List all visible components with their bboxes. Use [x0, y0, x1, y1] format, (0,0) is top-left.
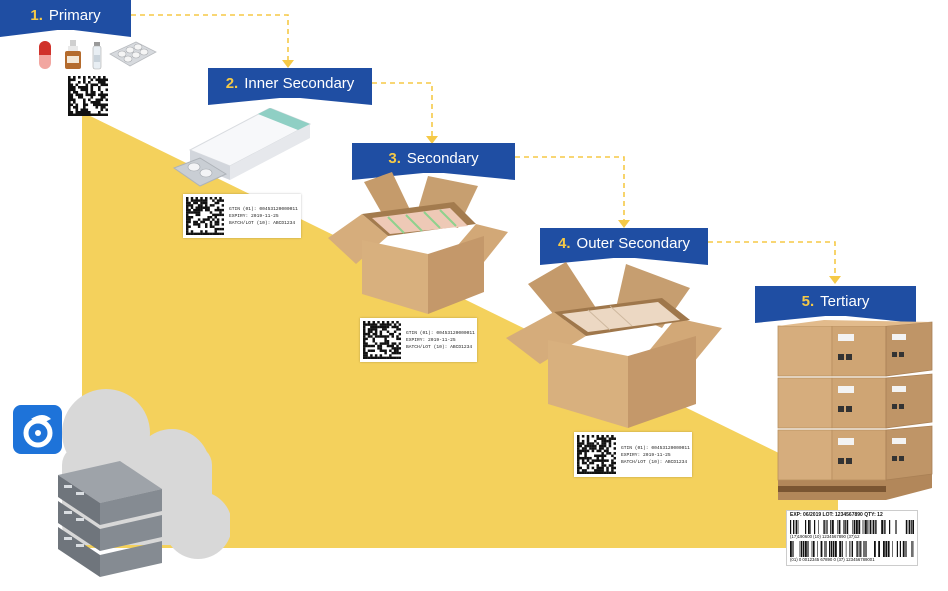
- stage-label: Inner Secondary: [244, 74, 355, 92]
- stage-banner-tertiary: 5. Tertiary: [755, 286, 916, 316]
- stage-banner-inner-secondary: 2. Inner Secondary: [208, 68, 372, 98]
- data-matrix-code: [363, 321, 401, 359]
- label-batch: BATCH/LOT (10): ABCD1234: [229, 221, 296, 226]
- outer-secondary-open-box: [506, 262, 722, 428]
- label-gtin: GTIN (01): 00453120000011: [406, 331, 475, 336]
- app-logo-icon: [13, 405, 62, 454]
- stage-label: Secondary: [406, 149, 479, 167]
- product-label: GTIN (01): 00453120000011 EXPIRY: 2019-1…: [183, 194, 301, 238]
- label-batch: BATCH/LOT (10): ABCD1234: [621, 460, 688, 465]
- barcode: [790, 541, 914, 557]
- stage-label: Primary: [48, 6, 101, 24]
- pallet-label-summary: EXP: 06/2019 LOT: 1234567890 QTY: 12: [790, 512, 883, 518]
- label-expiry: EXPIRY: 2019-11-25: [621, 453, 671, 458]
- stage-label: Outer Secondary: [576, 234, 690, 252]
- pallet-label-line2: (01) 0 0012345 67890 0 (37) 123456789001: [790, 557, 875, 562]
- label-batch: BATCH/LOT (10): ABCD1234: [406, 345, 473, 350]
- secondary-open-box: [328, 172, 508, 314]
- stage-label: Tertiary: [820, 292, 870, 310]
- data-matrix-code: [186, 197, 224, 235]
- pallet-label: EXP: 06/2019 LOT: 1234567890 QTY: 12 (17…: [786, 510, 918, 566]
- product-label: GTIN (01): 00453120000011 EXPIRY: 2019-1…: [574, 432, 692, 477]
- label-expiry: EXPIRY: 2019-11-25: [406, 338, 456, 343]
- cloud-server-icon: [58, 389, 230, 577]
- data-matrix-code: [577, 435, 616, 474]
- pallet-label-line1: (17)190600 (10) 1234567890 (37)12: [790, 534, 860, 539]
- capsule-icon: [39, 41, 51, 69]
- stage-number: 4.: [558, 234, 571, 252]
- blister-pack-icon: [109, 41, 157, 67]
- label-expiry: EXPIRY: 2019-11-25: [229, 214, 279, 219]
- inner-secondary-carton: [172, 108, 312, 187]
- stage-banner-outer-secondary: 4. Outer Secondary: [540, 228, 708, 258]
- stage-number: 5.: [801, 292, 815, 310]
- stage-number: 3.: [388, 149, 401, 167]
- stage-number: 2.: [225, 74, 239, 92]
- label-gtin: GTIN (01): 00453120000011: [229, 207, 298, 212]
- data-matrix-code: [68, 76, 108, 116]
- stage-banner-secondary: 3. Secondary: [352, 143, 515, 173]
- product-label: GTIN (01): 00453120000011 EXPIRY: 2019-1…: [360, 318, 477, 362]
- stage-number: 1.: [30, 6, 43, 24]
- stage-banner-primary: 1. Primary: [0, 0, 131, 30]
- label-gtin: GTIN (01): 00453120000011: [621, 446, 690, 451]
- barcode: [790, 520, 914, 534]
- pallet-of-boxes: [777, 320, 933, 500]
- dropper-bottle-icon: [65, 40, 81, 69]
- vial-icon: [92, 42, 102, 70]
